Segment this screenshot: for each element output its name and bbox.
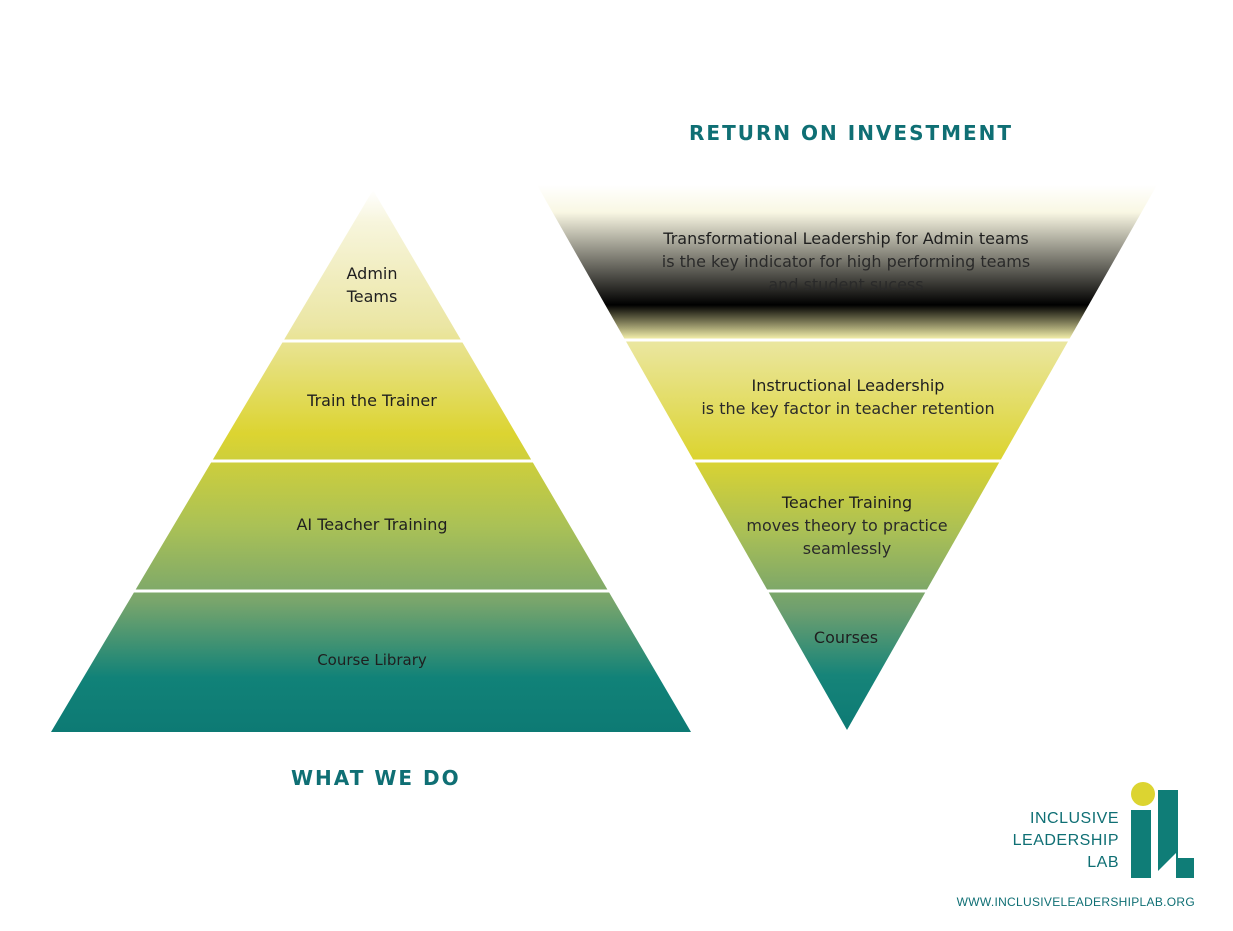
logo-slash (1151, 853, 1176, 878)
tier-title: Courses (813, 628, 879, 647)
logo-dot (1131, 782, 1155, 806)
tier-label: Admin (346, 264, 398, 283)
left-heading: WHAT WE DO (291, 766, 461, 790)
tier-description: is the key indicator for high performing… (661, 252, 1031, 271)
tier-title: Teacher Training (781, 493, 913, 512)
right-tier-teacher-training: Teacher Training moves theory to practic… (746, 491, 947, 560)
tier-label: AI Teacher Training (296, 515, 448, 534)
website-url: WWW.INCLUSIVELEADERSHIPLAB.ORG (956, 895, 1195, 909)
logo-wordmark: INCLUSIVE LEADERSHIP LAB (1013, 808, 1119, 874)
tier-description: and student sucess (768, 275, 924, 294)
tier-label: Teams (346, 287, 398, 306)
left-tier-ai-teacher-training: AI Teacher Training (296, 513, 447, 536)
tier-description: seamlessly (802, 539, 892, 558)
right-tier-courses: Courses (814, 626, 878, 649)
right-heading: RETURN ON INVESTMENT (689, 121, 1014, 145)
tier-title: Instructional Leadership (751, 376, 945, 395)
left-tier-train-the-trainer: Train the Trainer (307, 389, 437, 412)
left-tier-admin-teams: Admin Teams (347, 262, 398, 308)
right-tier-instructional-leadership: Instructional Leadership is the key fact… (701, 374, 994, 420)
tier-label: Course Library (317, 651, 427, 669)
right-tier-transformational-leadership: Transformational Leadership for Admin te… (662, 227, 1030, 296)
left-tier-course-library: Course Library (317, 649, 427, 672)
logo-line: LEADERSHIP (1012, 832, 1119, 849)
logo-l-shape (1158, 790, 1194, 878)
tier-title: Transformational Leadership for Admin te… (663, 229, 1029, 248)
right-pyramid-shape (537, 185, 1157, 730)
logo-line: INCLUSIVE (1030, 810, 1119, 827)
tier-description: moves theory to practice (746, 516, 948, 535)
logo-i-bar (1131, 810, 1151, 878)
tier-label: Train the Trainer (307, 391, 437, 410)
logo-mark (1131, 782, 1194, 878)
logo-line: LAB (1087, 854, 1119, 871)
tier-description: is the key factor in teacher retention (701, 399, 995, 418)
